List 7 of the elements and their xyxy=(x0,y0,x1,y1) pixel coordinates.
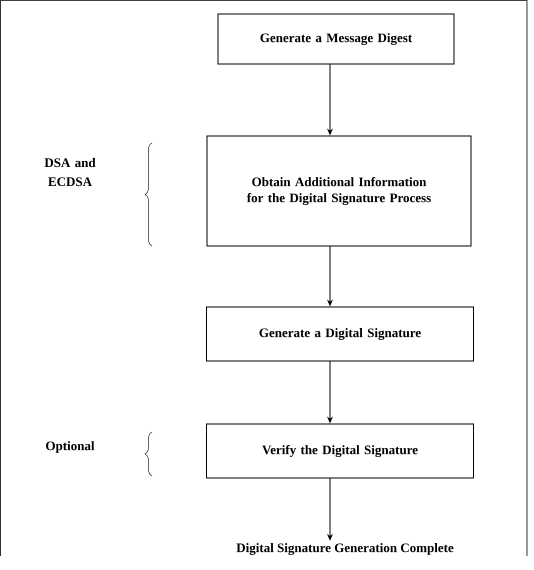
side-label: Optional xyxy=(46,441,94,453)
process-box: Obtain Additional Information for the Digital Signature Process xyxy=(206,136,472,246)
process-box: Generate a Message Digest xyxy=(218,14,454,64)
process-box: Generate a Digital Signature xyxy=(206,306,474,362)
side-label: DSA and ECDSA xyxy=(44,158,96,186)
end-text: Digital Signature Generation Complete xyxy=(236,543,454,555)
process-box: Verify the Digital Signature xyxy=(206,424,474,478)
